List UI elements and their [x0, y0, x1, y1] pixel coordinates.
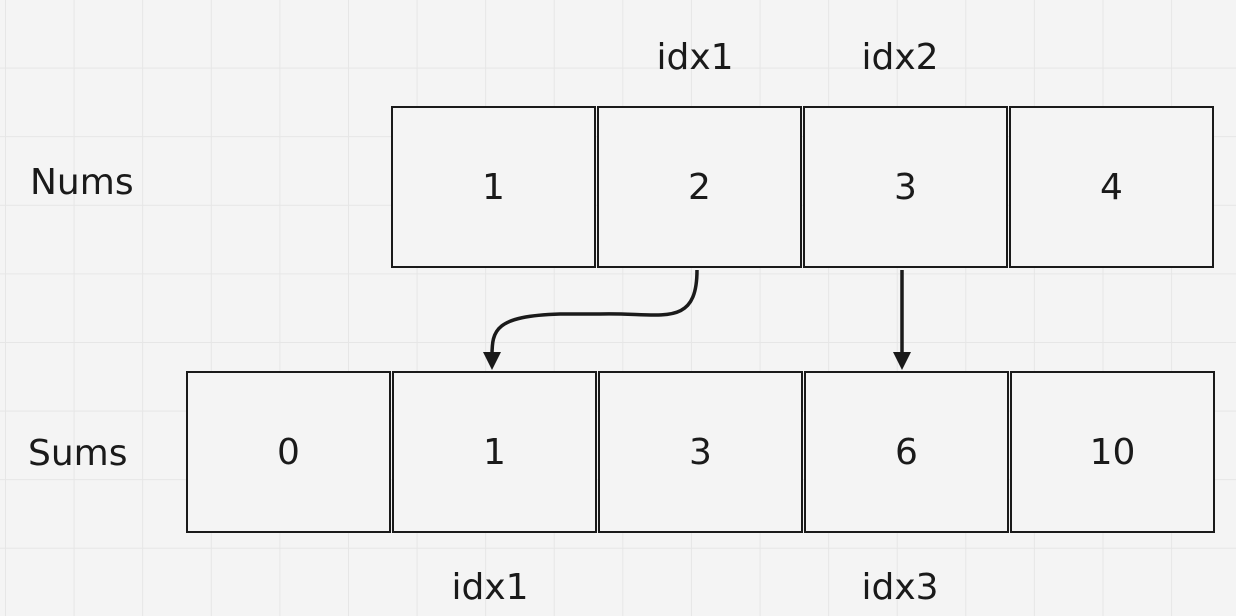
- sums-index-label-idx1: idx1: [451, 567, 529, 608]
- nums-row-label: Nums: [30, 162, 134, 203]
- sums-cell: 6: [804, 371, 1009, 533]
- sums-array: 0 1 3 6 10: [186, 371, 1215, 533]
- nums-cell: 4: [1009, 106, 1214, 268]
- nums-index-label-idx1: idx1: [656, 37, 734, 78]
- sums-index-label-idx3: idx3: [861, 567, 939, 608]
- nums-index-label-idx2: idx2: [861, 37, 939, 78]
- sums-row-label: Sums: [28, 433, 128, 474]
- straight-arrow-head: [893, 352, 911, 370]
- nums-cell: 2: [597, 106, 802, 268]
- curved-arrow-head: [483, 352, 501, 370]
- sums-cell: 0: [186, 371, 391, 533]
- sums-cell: 3: [598, 371, 803, 533]
- curved-arrow: [490, 269, 699, 357]
- nums-cell: 1: [391, 106, 596, 268]
- sums-cell: 10: [1010, 371, 1215, 533]
- nums-array: 1 2 3 4: [391, 106, 1214, 268]
- nums-cell: 3: [803, 106, 1008, 268]
- sums-cell: 1: [392, 371, 597, 533]
